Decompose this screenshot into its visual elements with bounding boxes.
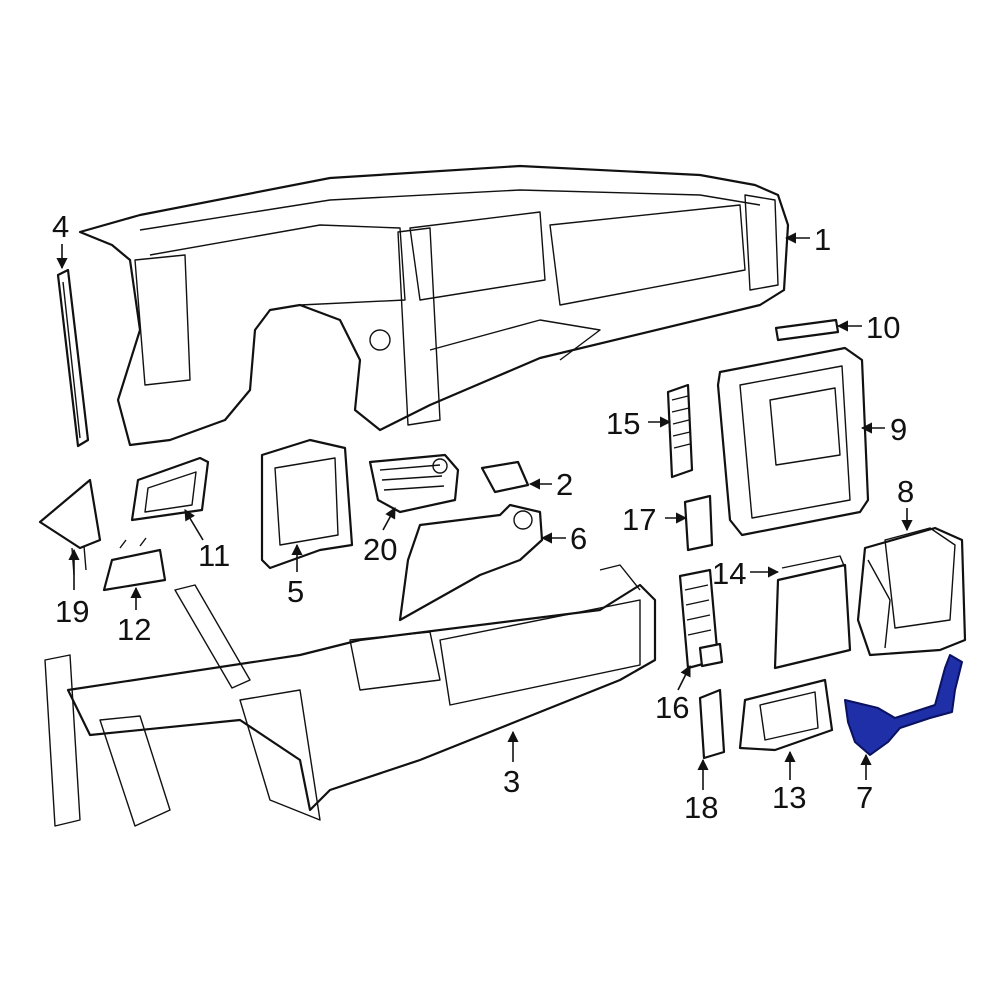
part-4-trim-strip[interactable] — [56, 268, 90, 448]
part-7-trim-panel-highlighted[interactable] — [844, 654, 963, 756]
part-13-bin[interactable] — [738, 678, 834, 752]
part-15-vent[interactable] — [666, 383, 694, 479]
part-20-module[interactable] — [368, 453, 460, 514]
callout-6: 6 — [570, 521, 587, 556]
part-2-bracket[interactable] — [480, 460, 530, 494]
part-16-tall-vent[interactable] — [678, 568, 724, 670]
callout-9: 9 — [890, 412, 907, 447]
callout-13: 13 — [772, 780, 806, 815]
callout-15: 15 — [606, 406, 640, 441]
leader-lines — [56, 232, 913, 790]
part-19-grille[interactable] — [38, 478, 102, 576]
callout-17: 17 — [622, 502, 656, 537]
callout-labels: 1 2 3 4 5 6 7 8 9 10 11 12 13 14 15 16 1… — [52, 209, 914, 825]
part-8-console[interactable] — [856, 526, 967, 657]
part-9-center-bezel[interactable] — [716, 346, 870, 537]
part-18-trim[interactable] — [698, 688, 726, 760]
part-3-cross-car-beam[interactable] — [44, 564, 657, 827]
callout-14: 14 — [712, 556, 746, 591]
part-12-switch-bracket[interactable] — [102, 537, 167, 592]
part-11-bracket[interactable] — [130, 456, 210, 522]
callout-10: 10 — [866, 310, 900, 345]
callout-3: 3 — [503, 764, 520, 799]
part-17-block[interactable] — [683, 494, 714, 552]
part-1-instrument-panel[interactable] — [78, 164, 790, 447]
callout-11: 11 — [198, 538, 230, 573]
callout-1: 1 — [814, 222, 831, 257]
part-10-strip[interactable] — [774, 318, 840, 342]
part-6-lower-trim[interactable] — [398, 503, 544, 622]
part-5-cluster-bezel[interactable] — [260, 438, 354, 570]
callout-5: 5 — [287, 574, 304, 609]
callout-16: 16 — [655, 690, 689, 725]
callout-20: 20 — [363, 532, 397, 567]
callout-7: 7 — [856, 780, 873, 815]
callout-19: 19 — [55, 594, 89, 629]
callout-12: 12 — [117, 612, 151, 647]
callout-8: 8 — [897, 474, 914, 509]
callout-2: 2 — [556, 467, 573, 502]
part-14-radio[interactable] — [773, 555, 852, 670]
callout-18: 18 — [684, 790, 718, 825]
callout-4: 4 — [52, 209, 69, 244]
